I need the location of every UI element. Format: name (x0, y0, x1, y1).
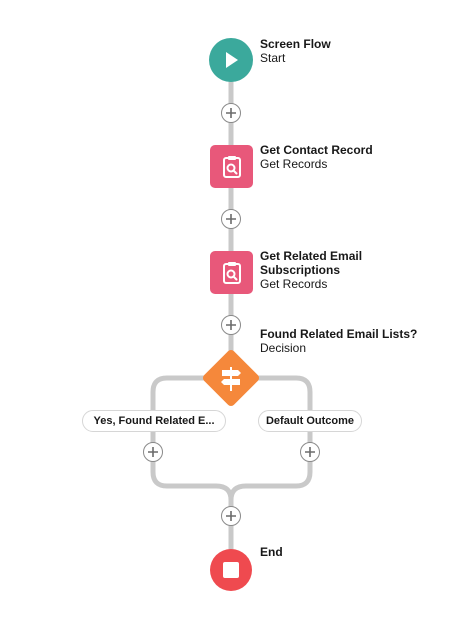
plus-icon (226, 320, 236, 330)
plus-icon (226, 511, 236, 521)
connector-default-branch (228, 375, 313, 503)
outcome-yes-pill[interactable]: Yes, Found Related E... (82, 410, 226, 432)
add-element-button[interactable] (300, 442, 320, 462)
get-related-email-subscriptions-node[interactable] (210, 251, 253, 294)
signpost-icon (221, 367, 241, 391)
decision-node[interactable] (201, 348, 261, 408)
end-node[interactable] (210, 549, 252, 591)
start-subtitle: Start (260, 51, 286, 65)
get-contact-record-node[interactable] (210, 145, 253, 188)
plus-icon (148, 447, 158, 457)
add-element-button[interactable] (143, 442, 163, 462)
get-related-label: Get Related Email Subscriptions Get Reco… (260, 249, 362, 291)
add-element-button[interactable] (221, 209, 241, 229)
add-element-button[interactable] (221, 506, 241, 526)
plus-icon (305, 447, 315, 457)
get-related-subtitle: Get Records (260, 277, 328, 291)
decision-label: Found Related Email Lists? Decision (260, 327, 417, 355)
start-label: Screen Flow Start (260, 37, 331, 65)
add-element-button[interactable] (221, 315, 241, 335)
connector-yes-branch (150, 375, 234, 555)
clipboard-search-icon (222, 261, 241, 284)
end-title: End (260, 545, 283, 559)
get-related-title-line1: Get Related Email (260, 249, 363, 263)
end-label: End (260, 545, 283, 559)
stop-icon (223, 562, 239, 578)
start-node[interactable] (209, 38, 253, 82)
get-related-title-line2: Subscriptions (260, 263, 341, 277)
clipboard-search-icon (222, 155, 241, 178)
start-title: Screen Flow (260, 37, 331, 51)
plus-icon (226, 214, 236, 224)
get-contact-title: Get Contact Record (260, 143, 373, 157)
outcome-default-pill[interactable]: Default Outcome (258, 410, 362, 432)
get-contact-label: Get Contact Record Get Records (260, 143, 373, 171)
add-element-button[interactable] (221, 103, 241, 123)
decision-title: Found Related Email Lists? (260, 327, 418, 341)
decision-subtitle: Decision (260, 341, 307, 355)
plus-icon (226, 108, 236, 118)
get-contact-subtitle: Get Records (260, 157, 328, 171)
play-icon (226, 52, 238, 68)
